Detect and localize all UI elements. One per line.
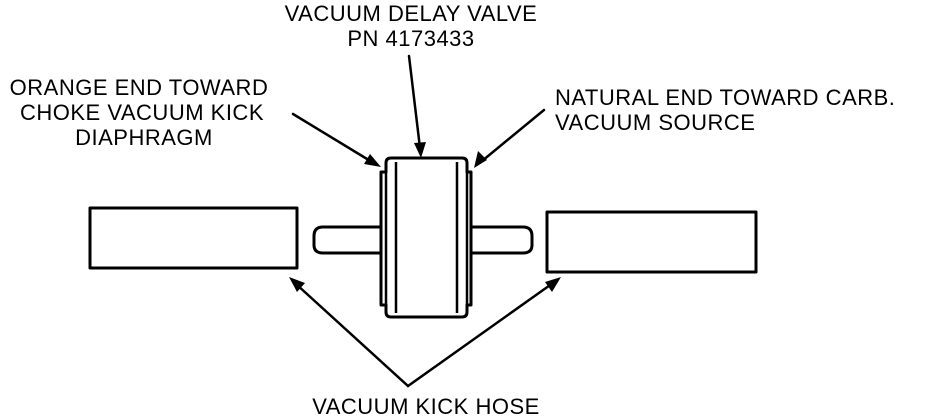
- orange-end-label-line-2: CHOKE VACUUM KICK: [20, 100, 264, 125]
- valve-title-leader: [407, 54, 426, 158]
- natural-end-label-line-1: NATURAL END TOWARD CARB.: [555, 85, 895, 110]
- left-vacuum-kick-hose: [88, 206, 299, 270]
- natural-end-label-line-2: VACUUM SOURCE: [555, 110, 755, 135]
- left-hose-leader: [289, 277, 410, 388]
- orange-end-label-line-3: DIAPHRAGM: [75, 125, 213, 150]
- natural-end-leader: [474, 108, 546, 168]
- orange-end-leader: [291, 112, 381, 167]
- valve-right-nipple: [465, 225, 534, 255]
- right-vacuum-kick-hose: [545, 210, 758, 274]
- vacuum-delay-valve-body: [379, 156, 473, 319]
- right-hose-leader: [406, 277, 561, 388]
- valve-title-line-1: VACUUM DELAY VALVE: [285, 1, 538, 26]
- vacuum-kick-hose-label: VACUUM KICK HOSE: [312, 394, 540, 418]
- valve-left-nipple: [312, 225, 385, 255]
- orange-end-label-line-1: ORANGE END TOWARD: [10, 75, 269, 100]
- valve-title-line-2: PN 4173433: [347, 26, 474, 51]
